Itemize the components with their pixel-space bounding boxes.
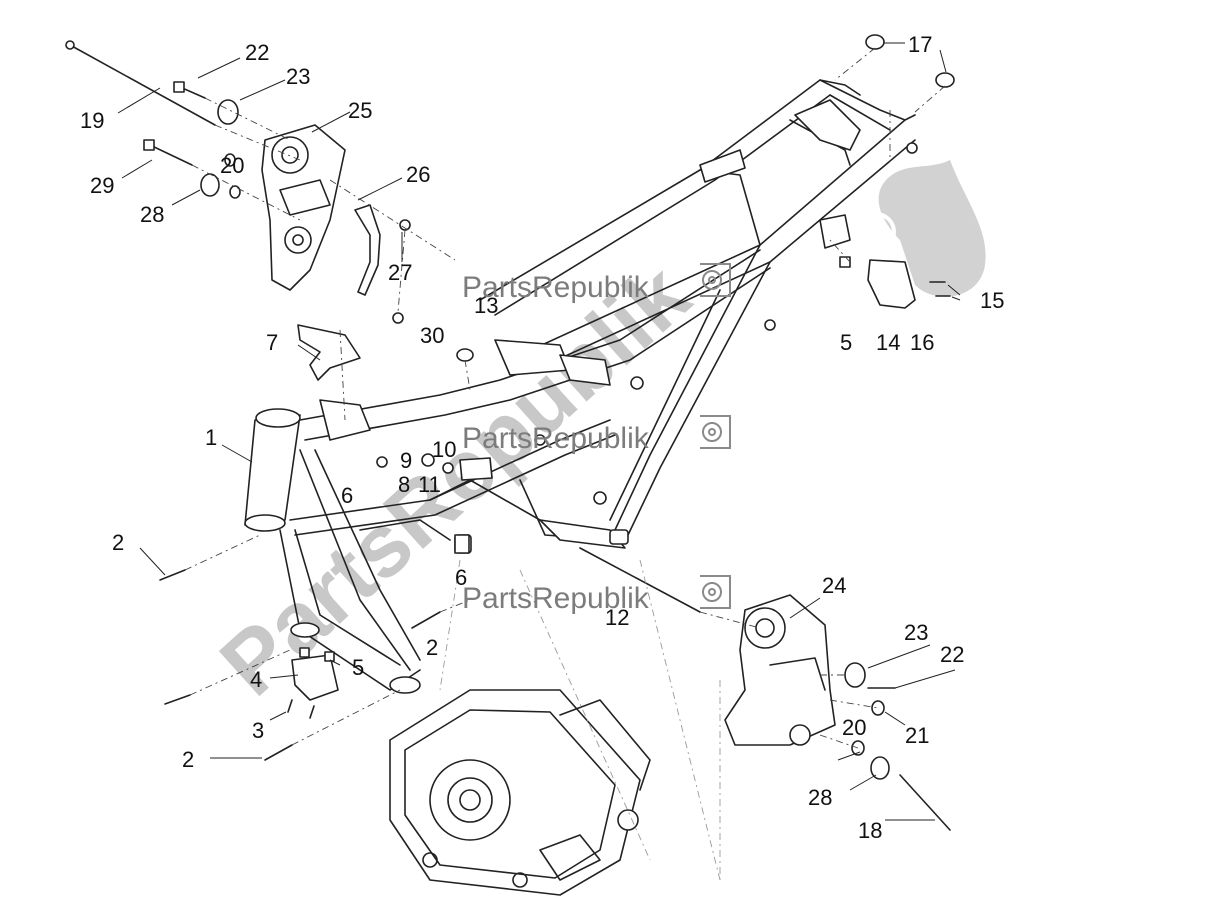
callout-11: 11 xyxy=(418,472,441,497)
callout-13: 13 xyxy=(474,293,498,318)
callout-6: 6 xyxy=(455,565,467,590)
callout-8: 8 xyxy=(398,472,410,497)
callout-21: 21 xyxy=(905,723,929,748)
callout-22: 22 xyxy=(245,40,269,65)
callout-15: 15 xyxy=(980,288,1004,313)
callout-23: 23 xyxy=(904,620,928,645)
callout-1: 1 xyxy=(205,425,217,450)
callout-6: 6 xyxy=(341,483,353,508)
callout-4: 4 xyxy=(250,667,262,692)
callout-28: 28 xyxy=(140,202,164,227)
upper-bracket xyxy=(297,324,361,381)
callout-2: 2 xyxy=(182,747,194,772)
watermark-text-3: PartsRepublik xyxy=(462,582,650,615)
watermark-logo-icon xyxy=(856,160,986,297)
callout-20: 20 xyxy=(842,715,866,740)
callout-14: 14 xyxy=(876,330,900,355)
gearbox-casing xyxy=(389,689,651,896)
left-engine-bracket xyxy=(261,124,346,291)
callout-12: 12 xyxy=(605,605,629,630)
callout-2: 2 xyxy=(426,635,438,660)
callout-9: 9 xyxy=(400,448,412,473)
leader-lines xyxy=(117,42,961,821)
engine-shim-plate xyxy=(354,204,381,296)
callout-27: 27 xyxy=(388,260,412,285)
gear-icon xyxy=(700,415,731,449)
callout-2: 2 xyxy=(112,530,124,555)
callout-22: 22 xyxy=(940,642,964,667)
watermark-marks: PartsRepublik PartsRepublik PartsRepubli… xyxy=(462,263,731,615)
callout-7: 7 xyxy=(266,330,278,355)
watermark-text-1: PartsRepublik xyxy=(462,271,650,304)
callout-29: 29 xyxy=(90,173,114,198)
callout-30: 30 xyxy=(420,323,444,348)
callout-5: 5 xyxy=(352,655,364,680)
callout-28: 28 xyxy=(808,785,832,810)
callout-24: 24 xyxy=(822,573,846,598)
callout-labels: 1 2 2 2 3 4 5 5 6 6 7 8 9 10 11 12 13 14… xyxy=(80,32,1004,843)
assembly-lines xyxy=(184,47,946,881)
callout-26: 26 xyxy=(406,162,430,187)
callout-5: 5 xyxy=(840,330,852,355)
gear-icon xyxy=(700,575,731,609)
watermark-text-2: PartsRepublik xyxy=(462,422,650,455)
callout-17: 17 xyxy=(908,32,932,57)
right-engine-bracket xyxy=(724,594,836,746)
main-frame xyxy=(244,79,918,694)
fasteners xyxy=(65,34,955,831)
lower-bracket xyxy=(291,654,339,701)
callout-19: 19 xyxy=(80,108,104,133)
callout-20: 20 xyxy=(220,153,244,178)
callout-3: 3 xyxy=(252,718,264,743)
callout-25: 25 xyxy=(348,98,372,123)
callout-10: 10 xyxy=(432,437,456,462)
callout-23: 23 xyxy=(286,64,310,89)
gear-icon xyxy=(700,263,731,297)
callout-16: 16 xyxy=(910,330,934,355)
callout-18: 18 xyxy=(858,818,882,843)
rear-right-bracket xyxy=(867,259,916,309)
